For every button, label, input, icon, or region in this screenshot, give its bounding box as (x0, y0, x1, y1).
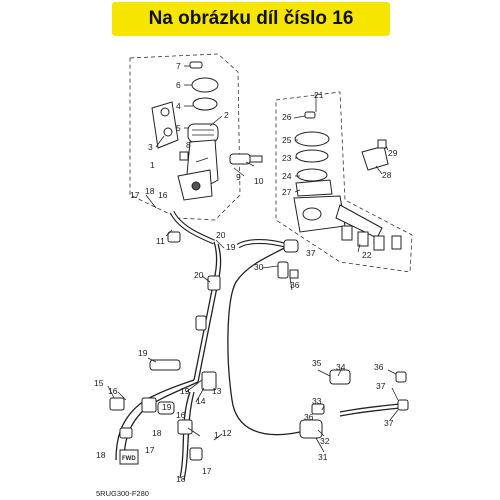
callout-17: 17 (130, 190, 140, 200)
callout-36: 36 (374, 362, 384, 372)
callout-28: 28 (382, 170, 392, 180)
callout-32: 32 (320, 436, 330, 446)
callout-15: 15 (94, 378, 104, 388)
callout-20b: 20 (194, 270, 204, 280)
callout-27: 27 (282, 187, 292, 197)
callout-23: 23 (282, 153, 292, 163)
part-number-banner: Na obrázku díl číslo 16 (112, 2, 390, 36)
callout-25: 25 (282, 135, 292, 145)
callout-29: 29 (388, 148, 398, 158)
callout-22: 22 (362, 250, 372, 260)
callout-33: 33 (312, 396, 322, 406)
callout-12: 12 (222, 428, 232, 438)
callout-19c: 19 (180, 386, 190, 396)
brake-hoses (115, 210, 401, 481)
callout-21: 21 (314, 90, 324, 100)
callout-26: 26 (282, 112, 292, 122)
banner-text: Na obrázku díl číslo 16 (148, 8, 354, 29)
callout-19b: 19 (138, 348, 148, 358)
callout-20: 20 (216, 230, 226, 240)
lower-brake-parts (109, 231, 409, 461)
fwd-label: FWD (122, 456, 136, 462)
callout-18b: 18 (152, 428, 162, 438)
left-master-cylinder-assembly (151, 61, 263, 201)
callout-17b: 17 (145, 445, 155, 455)
callout-18: 18 (145, 186, 155, 196)
right-master-cylinder-assembly (293, 111, 402, 251)
callout-13: 13 (212, 386, 222, 396)
callout-35: 35 (312, 358, 322, 368)
callout-36b: 36 (304, 412, 314, 422)
callout-37b: 37 (384, 418, 394, 428)
callout-14: 14 (196, 396, 206, 406)
callout-37-upper: 37 (306, 248, 316, 258)
leader-lines (107, 65, 399, 453)
callout-labels: 7 6 4 5 2 3 8 1 9 10 17 18 16 11 20 19 2… (94, 61, 398, 484)
callout-16b: 16 (108, 386, 118, 396)
callout-34: 34 (336, 362, 346, 372)
callout-16: 16 (158, 190, 168, 200)
callout-11: 11 (156, 236, 165, 246)
callout-30: 30 (254, 262, 264, 272)
callout-5: 5 (176, 123, 181, 133)
callout-19: 19 (226, 242, 236, 252)
group-box-right-master-cylinder (275, 91, 413, 273)
callout-4: 4 (176, 101, 181, 111)
fwd-direction-marker: FWD (119, 449, 139, 465)
callout-9: 9 (236, 172, 241, 182)
callout-19d: 19 (162, 402, 172, 412)
callout-24: 24 (282, 171, 292, 181)
callout-7: 7 (176, 61, 181, 71)
callout-10: 10 (254, 176, 264, 186)
diagram-code: 5RUG300-F280 (96, 489, 149, 498)
callout-17c: 17 (202, 466, 212, 476)
callout-3: 3 (148, 142, 153, 152)
callout-18c: 18 (96, 450, 106, 460)
callout-1: 1 (150, 160, 155, 170)
callout-18d: 18 (176, 474, 186, 484)
callout-6: 6 (176, 80, 181, 90)
callout-8: 8 (186, 140, 191, 150)
callout-16c: 16 (176, 410, 186, 420)
callout-1b: 1 (214, 430, 219, 440)
callout-31: 31 (318, 452, 328, 462)
group-box-left-master-cylinder (129, 53, 241, 221)
callout-37: 37 (376, 381, 386, 391)
callout-36-upper: 36 (290, 280, 300, 290)
callout-2: 2 (224, 110, 229, 120)
